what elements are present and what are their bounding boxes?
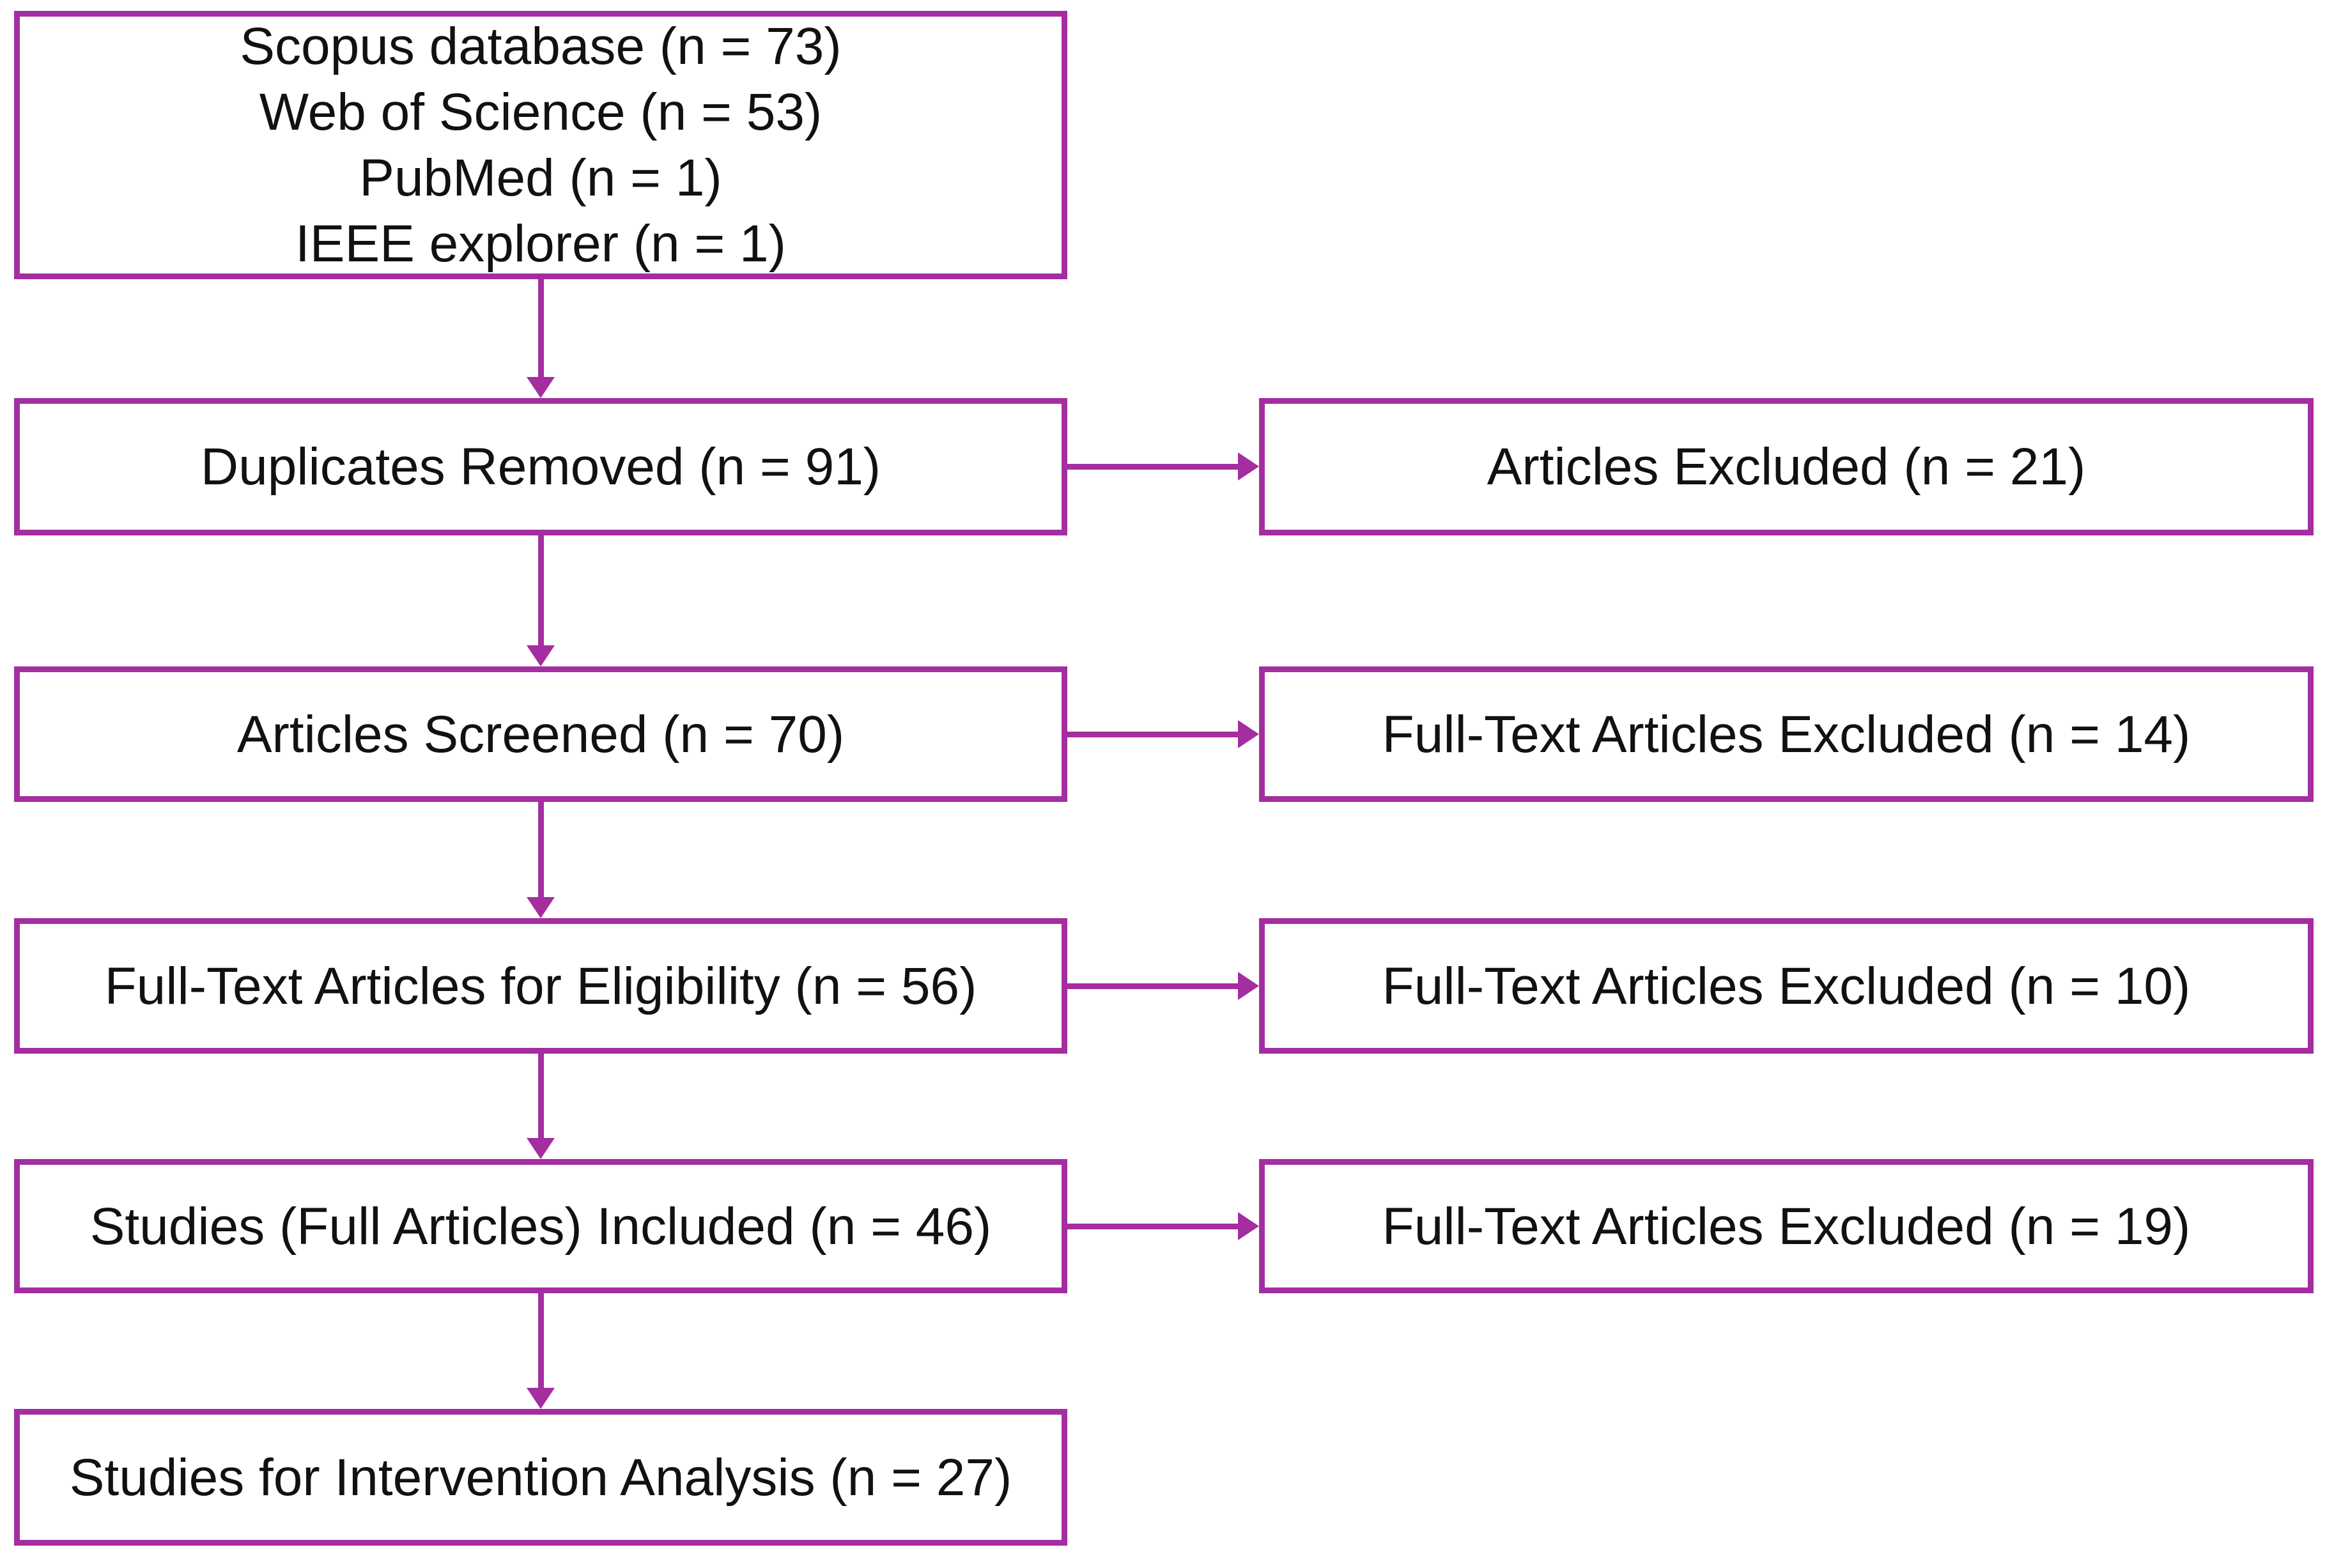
arrowhead-down-icon bbox=[527, 645, 555, 666]
box-studies-included: Studies (Full Articles) Included (n = 46… bbox=[14, 1159, 1067, 1293]
arrowhead-down-icon bbox=[527, 1138, 555, 1159]
box-fulltext-eligibility: Full-Text Articles for Eligibility (n = … bbox=[14, 918, 1067, 1054]
arrow-screened-to-excluded bbox=[1067, 732, 1238, 737]
arrow-eligibility-to-included bbox=[538, 1054, 544, 1139]
box-label: Studies (Full Articles) Included (n = 46… bbox=[89, 1197, 992, 1256]
box-label: Articles Screened (n = 70) bbox=[236, 705, 845, 764]
arrow-duplicates-to-screened bbox=[538, 535, 544, 646]
source-line-ieee: IEEE explorer (n = 1) bbox=[295, 215, 786, 273]
box-label: Full-Text Articles Excluded (n = 19) bbox=[1382, 1197, 2191, 1256]
box-label: Full-Text Articles Excluded (n = 10) bbox=[1382, 957, 2191, 1015]
box-fulltext-excluded-screening: Full-Text Articles Excluded (n = 14) bbox=[1259, 666, 2314, 802]
arrow-included-to-excluded bbox=[1067, 1224, 1238, 1229]
box-label: Full-Text Articles Excluded (n = 14) bbox=[1382, 705, 2191, 764]
arrowhead-right-icon bbox=[1238, 972, 1259, 1000]
box-fulltext-excluded-included: Full-Text Articles Excluded (n = 19) bbox=[1259, 1159, 2314, 1293]
box-database-sources: Scopus database (n = 73) Web of Science … bbox=[14, 11, 1067, 279]
arrowhead-right-icon bbox=[1238, 452, 1259, 480]
box-fulltext-excluded-eligibility: Full-Text Articles Excluded (n = 10) bbox=[1259, 918, 2314, 1054]
source-line-scopus: Scopus database (n = 73) bbox=[240, 17, 842, 75]
box-intervention-analysis: Studies for Intervention Analysis (n = 2… bbox=[14, 1409, 1067, 1546]
arrowhead-down-icon bbox=[527, 377, 555, 398]
box-label: Duplicates Removed (n = 91) bbox=[200, 438, 881, 496]
arrowhead-down-icon bbox=[527, 1388, 555, 1409]
arrow-included-to-intervention bbox=[538, 1293, 544, 1388]
box-label: Studies for Intervention Analysis (n = 2… bbox=[69, 1448, 1012, 1507]
arrow-sources-to-duplicates bbox=[538, 279, 544, 378]
box-duplicates-removed: Duplicates Removed (n = 91) bbox=[14, 398, 1067, 535]
arrowhead-right-icon bbox=[1238, 720, 1259, 748]
box-articles-screened: Articles Screened (n = 70) bbox=[14, 666, 1067, 802]
source-line-wos: Web of Science (n = 53) bbox=[259, 83, 823, 141]
box-articles-excluded: Articles Excluded (n = 21) bbox=[1259, 398, 2314, 535]
arrow-duplicates-to-excluded bbox=[1067, 464, 1238, 470]
box-label: Articles Excluded (n = 21) bbox=[1487, 438, 2086, 496]
arrowhead-down-icon bbox=[527, 897, 555, 918]
arrow-screened-to-eligibility bbox=[538, 802, 544, 898]
arrow-eligibility-to-excluded bbox=[1067, 983, 1238, 989]
box-label: Full-Text Articles for Eligibility (n = … bbox=[104, 957, 977, 1015]
arrowhead-right-icon bbox=[1238, 1212, 1259, 1240]
source-line-pubmed: PubMed (n = 1) bbox=[359, 149, 722, 207]
